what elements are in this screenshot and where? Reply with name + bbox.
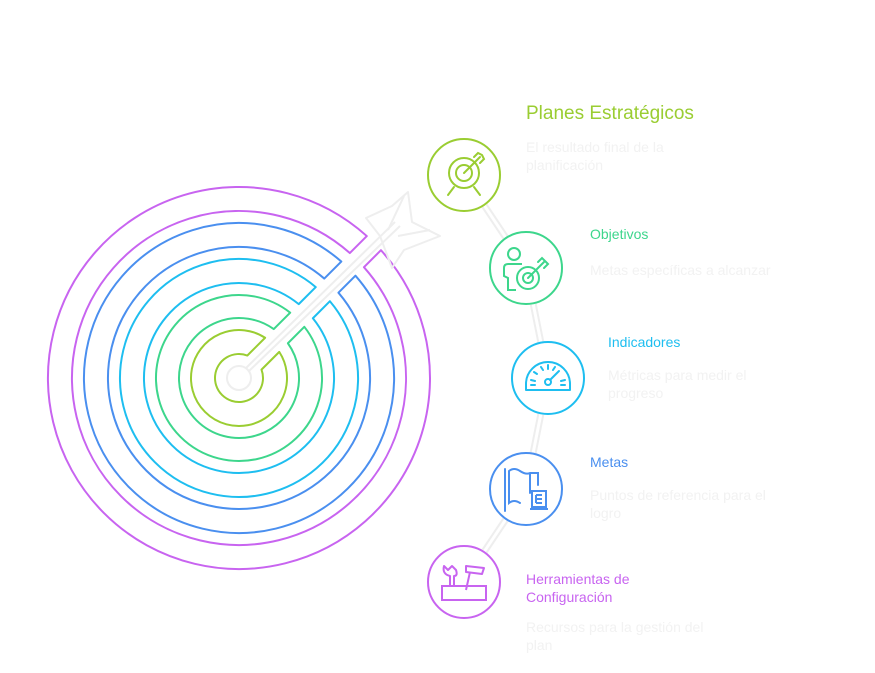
person-target-icon xyxy=(503,247,550,291)
target-arrow xyxy=(527,256,550,279)
target-inner xyxy=(455,164,473,182)
node-circle xyxy=(427,138,501,212)
step-title-objetivos: Objetivos xyxy=(590,226,649,242)
arrow-feather-lines xyxy=(387,195,431,237)
connector-inner-1 xyxy=(531,303,543,343)
target-ring-objetivos xyxy=(155,294,323,462)
target-arrow-icon xyxy=(447,151,486,196)
step-description-planes: El resultado final de la planificación xyxy=(526,139,664,173)
step-title-herramientas: Herramientas de Configuración xyxy=(526,571,630,605)
hammer xyxy=(465,565,485,591)
person-body xyxy=(503,263,522,291)
step-connectors xyxy=(481,203,545,554)
flag-lines xyxy=(504,468,539,512)
step-node-metas xyxy=(489,452,563,526)
step-description-metas: Puntos de referencia para el logro xyxy=(590,487,766,521)
target-ring-1 xyxy=(516,266,540,290)
arrow-fletching xyxy=(365,191,441,269)
step-title-planes: Planes Estratégicos xyxy=(526,103,694,124)
toolbox-icon xyxy=(441,565,487,601)
target-ring-indicadores xyxy=(119,258,359,498)
gauge-pivot xyxy=(544,378,552,386)
speedometer-icon xyxy=(525,361,571,391)
flag-map-icon xyxy=(504,468,548,512)
gauge-needle xyxy=(549,370,560,381)
connector-inner-3 xyxy=(483,518,507,553)
step-description-objetivos: Metas específicas a alcanzar xyxy=(590,262,771,278)
step-title-indicadores: Indicadores xyxy=(608,334,681,350)
arrow-shaft xyxy=(226,191,441,391)
gauge-ticks xyxy=(530,364,566,386)
target-outer xyxy=(448,157,480,189)
connector-inner-2 xyxy=(531,414,543,453)
connector-inner-0 xyxy=(483,204,507,239)
step-node-objetivos xyxy=(489,231,563,305)
step-node-herramientas xyxy=(427,545,501,619)
target-ring-metas xyxy=(83,222,395,534)
target-arrow-lines xyxy=(447,151,486,196)
toolbox-base xyxy=(441,585,487,601)
target-ring-2 xyxy=(522,272,534,284)
arrow-tip xyxy=(226,365,252,391)
target-rings xyxy=(47,186,431,570)
step-node-indicadores xyxy=(511,341,585,415)
step-description-herramientas: Recursos para la gestión del plan xyxy=(526,619,704,653)
wrench xyxy=(442,565,458,586)
arrow-shaft-line xyxy=(245,221,401,372)
node-circle xyxy=(427,545,501,619)
target-ring-planes xyxy=(190,329,288,427)
step-description-indicadores: Métricas para medir el progreso xyxy=(608,367,747,401)
step-nodes xyxy=(427,138,585,619)
gauge-body xyxy=(525,361,571,391)
node-circle xyxy=(489,452,563,526)
target-ring-herramientas xyxy=(47,186,431,570)
step-node-planes xyxy=(427,138,501,212)
person-head xyxy=(507,247,521,261)
milestone-marker xyxy=(530,490,548,510)
step-title-metas: Metas xyxy=(590,454,629,470)
